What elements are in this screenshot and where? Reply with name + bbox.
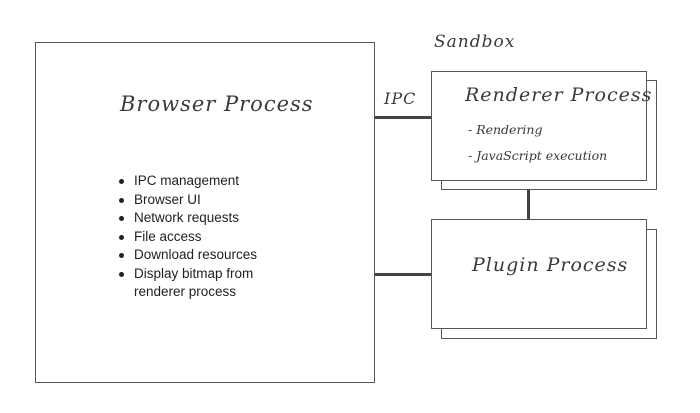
browser-process-responsibilities: IPC management Browser UI Network reques…	[116, 172, 294, 302]
sandbox-label: Sandbox	[434, 32, 516, 52]
plugin-process-box	[431, 219, 647, 329]
renderer-process-title: Renderer Process	[465, 84, 653, 106]
browser-process-box	[35, 42, 375, 383]
renderer-process-box	[431, 71, 647, 181]
list-item: File access	[116, 228, 294, 247]
ipc-label: IPC	[384, 89, 417, 108]
ipc-connector-renderer	[375, 116, 431, 119]
list-item: Network requests	[116, 209, 294, 228]
renderer-item-javascript: - JavaScript execution	[468, 148, 608, 163]
renderer-plugin-connector	[527, 181, 530, 219]
list-item: Display bitmap from renderer process	[116, 265, 294, 302]
list-item: IPC management	[116, 172, 294, 191]
ipc-connector-plugin	[375, 273, 431, 276]
browser-process-title: Browser Process	[120, 92, 314, 116]
list-item: Browser UI	[116, 191, 294, 210]
renderer-item-rendering: - Rendering	[468, 122, 543, 137]
plugin-process-title: Plugin Process	[472, 254, 629, 276]
list-item: Download resources	[116, 246, 294, 265]
